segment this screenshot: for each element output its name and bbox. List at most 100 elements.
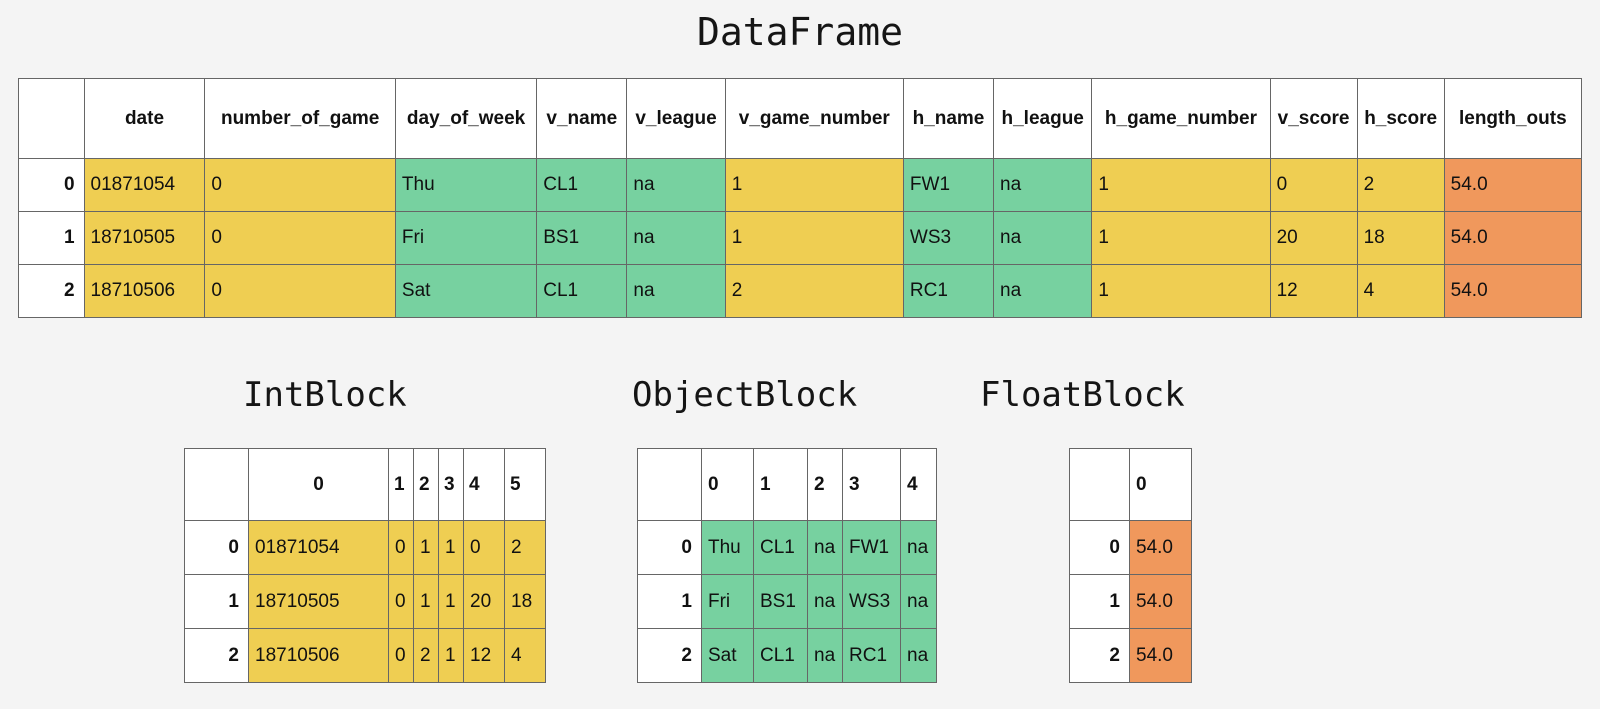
objectblock-header-row: 0 1 2 3 4 — [637, 448, 937, 521]
dataframe-column-header-day-of-week: day_of_week — [394, 78, 538, 159]
dataframe-cell: Fri — [394, 211, 538, 265]
dataframe-cell: 2 — [1356, 158, 1445, 212]
objectblock-cell: Sat — [701, 628, 754, 683]
intblock-column-header-4: 4 — [463, 448, 505, 521]
intblock-cell: 1 — [438, 628, 464, 683]
intblock-cell: 18710506 — [248, 628, 389, 683]
dataframe-cell: na — [626, 211, 726, 265]
objectblock-column-header-0: 0 — [701, 448, 754, 521]
dataframe-table: date number_of_game day_of_week v_name v… — [18, 78, 1583, 318]
intblock-cell: 01871054 — [248, 520, 389, 575]
intblock-column-header-0: 0 — [248, 448, 389, 521]
intblock-cell: 0 — [388, 520, 414, 575]
dataframe-cell: 1 — [724, 158, 904, 212]
table-row: 1 54.0 — [1069, 574, 1192, 629]
objectblock-cell: Thu — [701, 520, 754, 575]
intblock-index-header — [184, 448, 249, 521]
dataframe-cell: 54.0 — [1443, 264, 1583, 318]
dataframe-index-header — [18, 78, 85, 159]
floatblock-row-index: 1 — [1069, 574, 1130, 629]
dataframe-cell: 0 — [204, 158, 396, 212]
objectblock-table: 0 1 2 3 4 0 Thu CL1 na FW1 na 1 Fri BS1 … — [637, 448, 937, 683]
intblock-cell: 0 — [388, 628, 414, 683]
dataframe-cell: WS3 — [902, 211, 995, 265]
dataframe-cell: 12 — [1269, 264, 1358, 318]
objectblock-cell: WS3 — [842, 574, 901, 629]
table-row: 0 Thu CL1 na FW1 na — [637, 520, 937, 575]
intblock-row-index: 1 — [184, 574, 249, 629]
table-row: 2 54.0 — [1069, 628, 1192, 683]
objectblock-cell: BS1 — [753, 574, 808, 629]
dataframe-row-index: 2 — [18, 264, 85, 318]
dataframe-cell: na — [993, 158, 1093, 212]
dataframe-cell: 54.0 — [1443, 158, 1583, 212]
intblock-header-row: 0 1 2 3 4 5 — [184, 448, 546, 521]
intblock-column-header-1: 1 — [388, 448, 414, 521]
dataframe-column-header-h-game-number: h_game_number — [1091, 78, 1271, 159]
dataframe-cell: 01871054 — [83, 158, 206, 212]
objectblock-cell: FW1 — [842, 520, 901, 575]
objectblock-column-header-3: 3 — [842, 448, 901, 521]
objectblock-cell: na — [900, 628, 937, 683]
floatblock-header-row: 0 — [1069, 448, 1192, 521]
dataframe-column-header-h-league: h_league — [993, 78, 1093, 159]
objectblock-cell: Fri — [701, 574, 754, 629]
intblock-row-index: 0 — [184, 520, 249, 575]
table-row: 2 18710506 0 2 1 12 4 — [184, 628, 546, 683]
dataframe-cell: na — [993, 211, 1093, 265]
intblock-column-header-2: 2 — [413, 448, 439, 521]
objectblock-cell: RC1 — [842, 628, 901, 683]
intblock-cell: 1 — [438, 520, 464, 575]
dataframe-cell: 1 — [1091, 158, 1271, 212]
dataframe-cell: 54.0 — [1443, 211, 1583, 265]
dataframe-cell: 18 — [1356, 211, 1445, 265]
dataframe-cell: na — [993, 264, 1093, 318]
objectblock-cell: na — [900, 520, 937, 575]
objectblock-cell: na — [807, 574, 843, 629]
dataframe-title: DataFrame — [697, 10, 903, 54]
intblock-cell: 2 — [413, 628, 439, 683]
intblock-cell: 0 — [463, 520, 505, 575]
objectblock-cell: na — [807, 520, 843, 575]
objectblock-cell: na — [900, 574, 937, 629]
objectblock-row-index: 0 — [637, 520, 702, 575]
dataframe-cell: 18710506 — [83, 264, 206, 318]
dataframe-cell: CL1 — [536, 264, 628, 318]
intblock-cell: 18 — [504, 574, 546, 629]
dataframe-cell: 18710505 — [83, 211, 206, 265]
floatblock-index-header — [1069, 448, 1130, 521]
table-row: 1 18710505 0 1 1 20 18 — [184, 574, 546, 629]
dataframe-cell: BS1 — [536, 211, 628, 265]
table-row: 0 54.0 — [1069, 520, 1192, 575]
intblock-cell: 1 — [413, 574, 439, 629]
intblock-cell: 12 — [463, 628, 505, 683]
floatblock-cell: 54.0 — [1129, 628, 1192, 683]
objectblock-column-header-2: 2 — [807, 448, 843, 521]
table-row: 2 Sat CL1 na RC1 na — [637, 628, 937, 683]
dataframe-cell: na — [626, 264, 726, 318]
floatblock-table: 0 0 54.0 1 54.0 2 54.0 — [1069, 448, 1192, 683]
dataframe-cell: Thu — [394, 158, 538, 212]
dataframe-row-index: 1 — [18, 211, 85, 265]
dataframe-column-header-h-score: h_score — [1356, 78, 1445, 159]
dataframe-cell: Sat — [394, 264, 538, 318]
intblock-column-header-5: 5 — [504, 448, 546, 521]
floatblock-column-header-0: 0 — [1129, 448, 1192, 521]
dataframe-cell: 0 — [1269, 158, 1358, 212]
floatblock-cell: 54.0 — [1129, 520, 1192, 575]
dataframe-column-header-v-name: v_name — [536, 78, 628, 159]
table-row: 0 01871054 0 1 1 0 2 — [184, 520, 546, 575]
intblock-row-index: 2 — [184, 628, 249, 683]
dataframe-cell: 4 — [1356, 264, 1445, 318]
intblock-title: IntBlock — [243, 375, 407, 415]
objectblock-cell: CL1 — [753, 520, 808, 575]
dataframe-column-header-h-name: h_name — [902, 78, 995, 159]
intblock-cell: 2 — [504, 520, 546, 575]
intblock-cell: 20 — [463, 574, 505, 629]
objectblock-column-header-1: 1 — [753, 448, 808, 521]
intblock-cell: 4 — [504, 628, 546, 683]
intblock-cell: 1 — [438, 574, 464, 629]
objectblock-row-index: 1 — [637, 574, 702, 629]
table-row: 2 18710506 0 Sat CL1 na 2 RC1 na 1 12 4 … — [18, 264, 1583, 318]
dataframe-header-row: date number_of_game day_of_week v_name v… — [18, 78, 1583, 159]
